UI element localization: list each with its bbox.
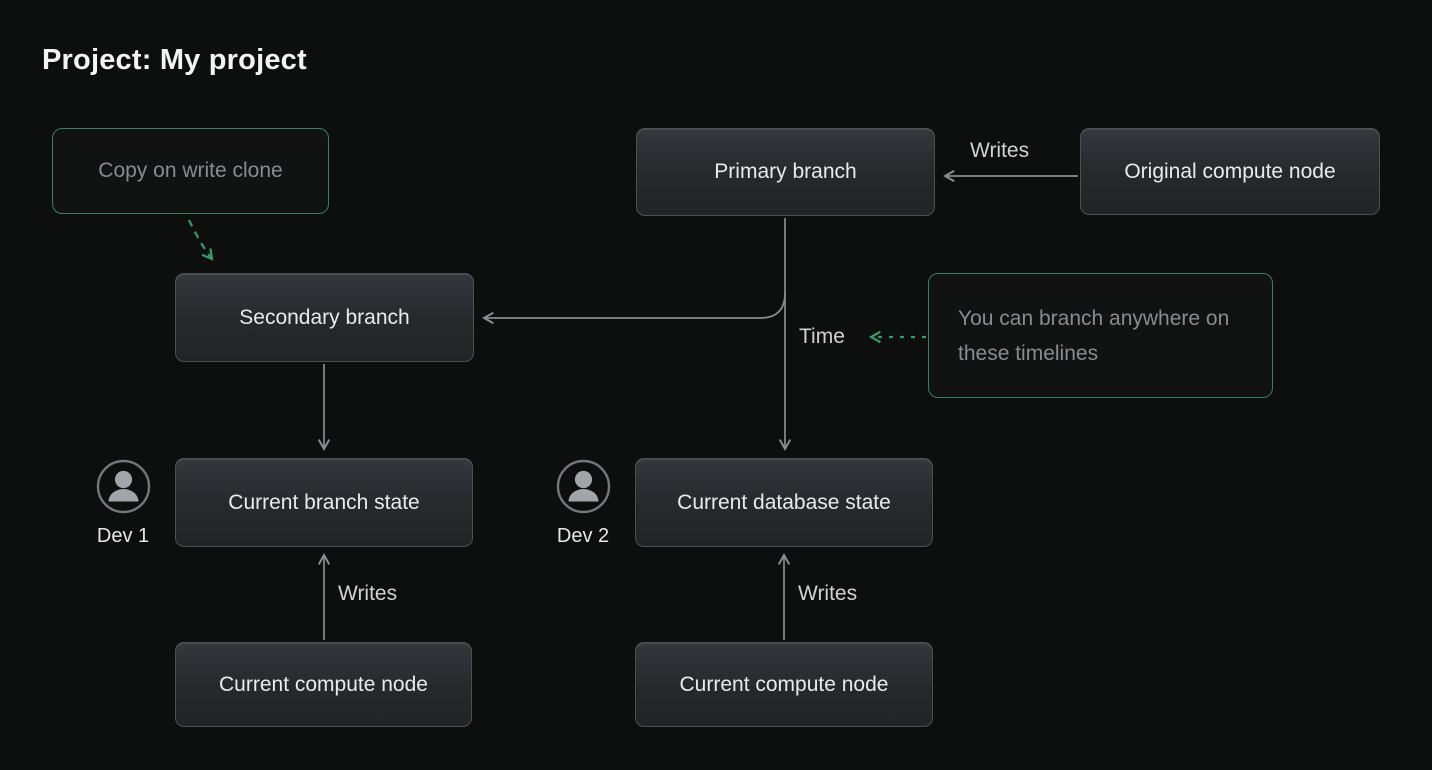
node-current-database-state: Current database state (635, 458, 933, 547)
dev-1-avatar-icon (96, 459, 150, 514)
node-compute-left-label: Current compute node (219, 672, 428, 696)
edge-label-time: Time (799, 325, 845, 348)
callout-branch-anywhere: You can branch anywhere on these timelin… (928, 273, 1273, 398)
dev-2-avatar-icon (556, 459, 610, 514)
node-compute-right-label: Current compute node (679, 672, 889, 696)
node-primary-branch: Primary branch (636, 128, 935, 216)
node-current-database-state-label: Current database state (677, 490, 891, 514)
callout-branch-anywhere-label: You can branch anywhere on these timelin… (958, 306, 1230, 365)
dev-1-label: Dev 1 (96, 525, 150, 547)
node-original-compute-label: Original compute node (1124, 159, 1336, 183)
node-secondary-branch: Secondary branch (175, 273, 474, 362)
edge-branch-to-secondary (481, 292, 786, 325)
node-current-branch-state-label: Current branch state (228, 490, 420, 514)
node-original-compute: Original compute node (1080, 128, 1380, 215)
node-compute-right: Current compute node (635, 642, 933, 727)
dev-1: Dev 1 (92, 459, 154, 548)
callout-copy-on-write: Copy on write clone (52, 128, 329, 214)
page-title: Project: My project (42, 44, 307, 76)
dev-2: Dev 2 (552, 459, 614, 548)
dev-2-label: Dev 2 (556, 525, 610, 547)
callout-copy-on-write-label: Copy on write clone (98, 159, 283, 182)
node-current-branch-state: Current branch state (175, 458, 473, 547)
edge-cow-clone-annotation (188, 219, 214, 261)
edge-label-writes-right: Writes (798, 582, 858, 605)
node-compute-left: Current compute node (175, 642, 472, 727)
node-secondary-branch-label: Secondary branch (239, 305, 410, 329)
node-primary-branch-label: Primary branch (714, 160, 857, 183)
edge-label-writes-left: Writes (338, 582, 398, 605)
edge-label-writes-primary: Writes (970, 139, 1030, 162)
